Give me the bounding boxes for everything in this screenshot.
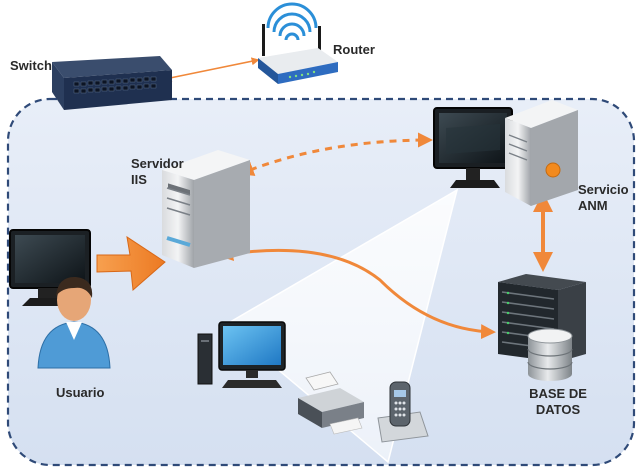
servidor-iis-label-line2: IIS: [131, 172, 147, 187]
desktop-computer-icon: [197, 321, 286, 388]
user-workstation-icon: [9, 229, 111, 369]
iis-database-link: [218, 246, 496, 340]
base-de-datos-label: BASE DE DATOS: [528, 386, 588, 418]
server-tower-icon: [162, 150, 250, 268]
servidor-iis-label: Servidor IIS: [131, 156, 184, 188]
database-rack-icon: [498, 274, 586, 381]
base-de-datos-label-line2: DATOS: [535, 402, 581, 417]
network-switch-icon: [52, 56, 172, 110]
wifi-router-icon: [258, 2, 338, 84]
base-de-datos-label-line1: BASE DE: [529, 386, 587, 401]
usuario-label: Usuario: [56, 385, 105, 400]
workstation-server-icon: [433, 100, 578, 206]
router-label: Router: [333, 42, 375, 57]
servicio-anm-label-line1: Servicio: [578, 182, 629, 197]
printer-icon: [298, 371, 364, 435]
servidor-iis-label-line1: Servidor: [131, 156, 184, 171]
iis-anm-link: [238, 132, 433, 176]
user-request-arrow: [96, 235, 166, 292]
servicio-anm-label-line2: ANM: [578, 198, 608, 213]
switch-label: Switch: [10, 58, 52, 73]
cordless-phone-icon: [377, 381, 429, 443]
servicio-anm-label: Servicio ANM: [578, 182, 629, 214]
switch-router-link: [163, 57, 260, 82]
